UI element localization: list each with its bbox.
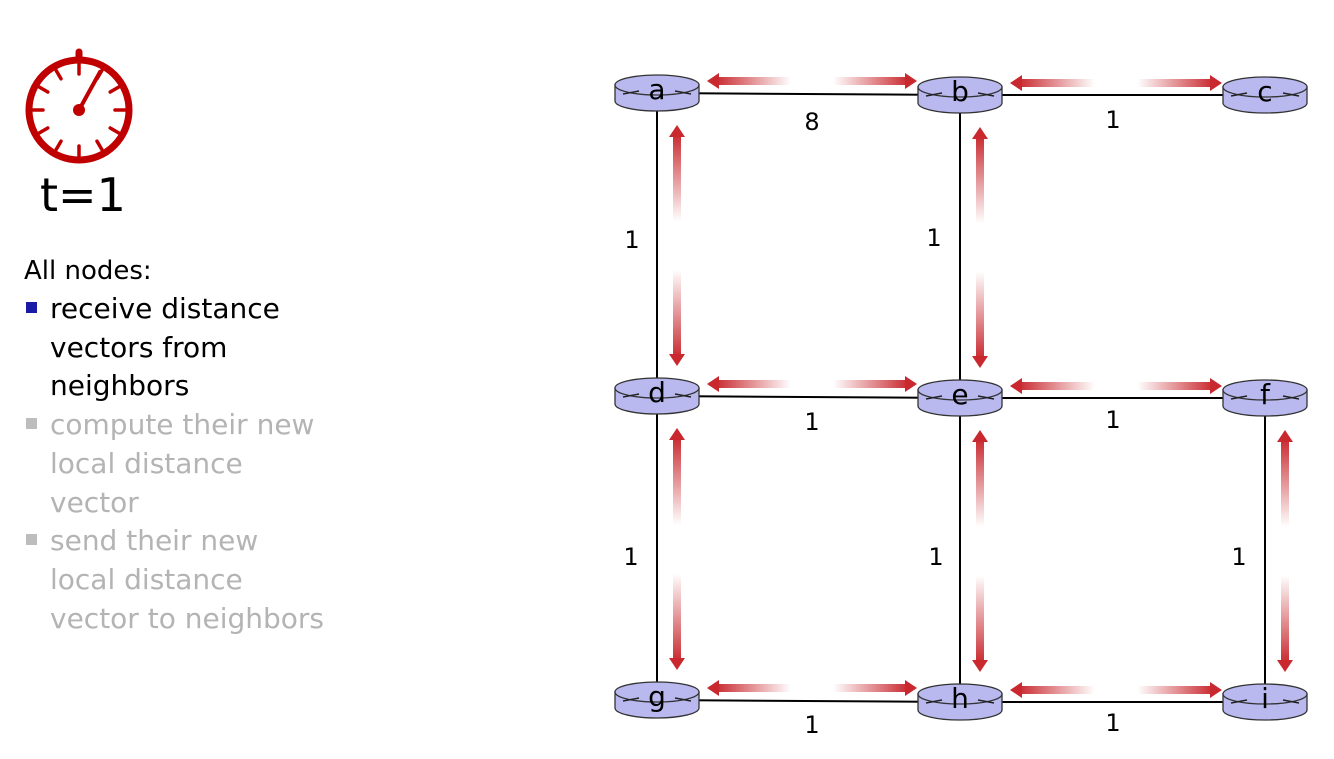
step-text: send their new local distance vector to … [50, 524, 324, 635]
bullet-icon [26, 418, 37, 430]
router-label-i: i [1261, 682, 1269, 715]
router-c: c [1222, 75, 1308, 114]
link-g-h [656, 699, 961, 703]
message-arrow-g-h [707, 680, 917, 696]
time-label: t=1 [40, 168, 126, 222]
router-label-e: e [951, 378, 968, 411]
router-a: a [614, 73, 700, 112]
link-cost-e-f: 1 [1105, 406, 1120, 434]
message-arrow-e-f [1010, 378, 1222, 394]
router-e: e [917, 378, 1003, 417]
router-label-g: g [648, 680, 666, 713]
router-label-f: f [1260, 378, 1271, 411]
link-cost-e-h: 1 [928, 543, 943, 571]
step-send: send their new local distance vector to … [24, 522, 354, 638]
router-label-h: h [951, 682, 969, 715]
message-arrow-b-e [972, 127, 988, 368]
router-label-a: a [648, 73, 665, 106]
step-compute: compute their new local distance vector [24, 406, 354, 522]
stopwatch-icon [25, 48, 133, 164]
link-cost-b-c: 1 [1105, 106, 1120, 134]
message-arrow-b-c [1010, 75, 1222, 91]
message-arrow-f-i [1277, 430, 1293, 672]
link-cost-b-e: 1 [926, 224, 941, 252]
link-cost-a-d: 1 [624, 226, 639, 254]
step-text: receive distance vectors from neighbors [50, 292, 280, 403]
router-label-d: d [648, 376, 666, 409]
link-cost-h-i: 1 [1105, 709, 1120, 737]
link-cost-d-g: 1 [623, 543, 638, 571]
link-cost-g-h: 1 [804, 711, 819, 739]
link-cost-f-i: 1 [1231, 543, 1246, 571]
router-f: f [1222, 378, 1308, 417]
message-arrow-h-i [1010, 682, 1222, 698]
router-g: g [614, 680, 700, 719]
router-i: i [1222, 682, 1308, 721]
link-cost-d-e: 1 [804, 408, 819, 436]
bullet-icon [26, 302, 37, 313]
router-b: b [917, 75, 1003, 114]
link-cost-a-b: 8 [804, 108, 819, 136]
link-d-e [656, 395, 961, 399]
bullet-icon [26, 534, 37, 546]
message-arrow-a-b [707, 73, 917, 89]
algorithm-steps: receive distance vectors from neighbors … [24, 290, 354, 638]
step-receive: receive distance vectors from neighbors [24, 290, 354, 406]
router-d: d [614, 376, 700, 415]
link-a-b [656, 92, 961, 96]
step-text: compute their new local distance vector [50, 408, 315, 519]
router-h: h [917, 682, 1003, 721]
message-arrow-a-d [669, 125, 685, 366]
router-label-b: b [951, 75, 969, 108]
steps-caption: All nodes: [24, 256, 152, 286]
message-arrow-d-g [669, 428, 685, 670]
router-label-c: c [1257, 75, 1272, 108]
message-arrow-d-e [707, 376, 917, 392]
message-arrow-e-h [972, 430, 988, 672]
